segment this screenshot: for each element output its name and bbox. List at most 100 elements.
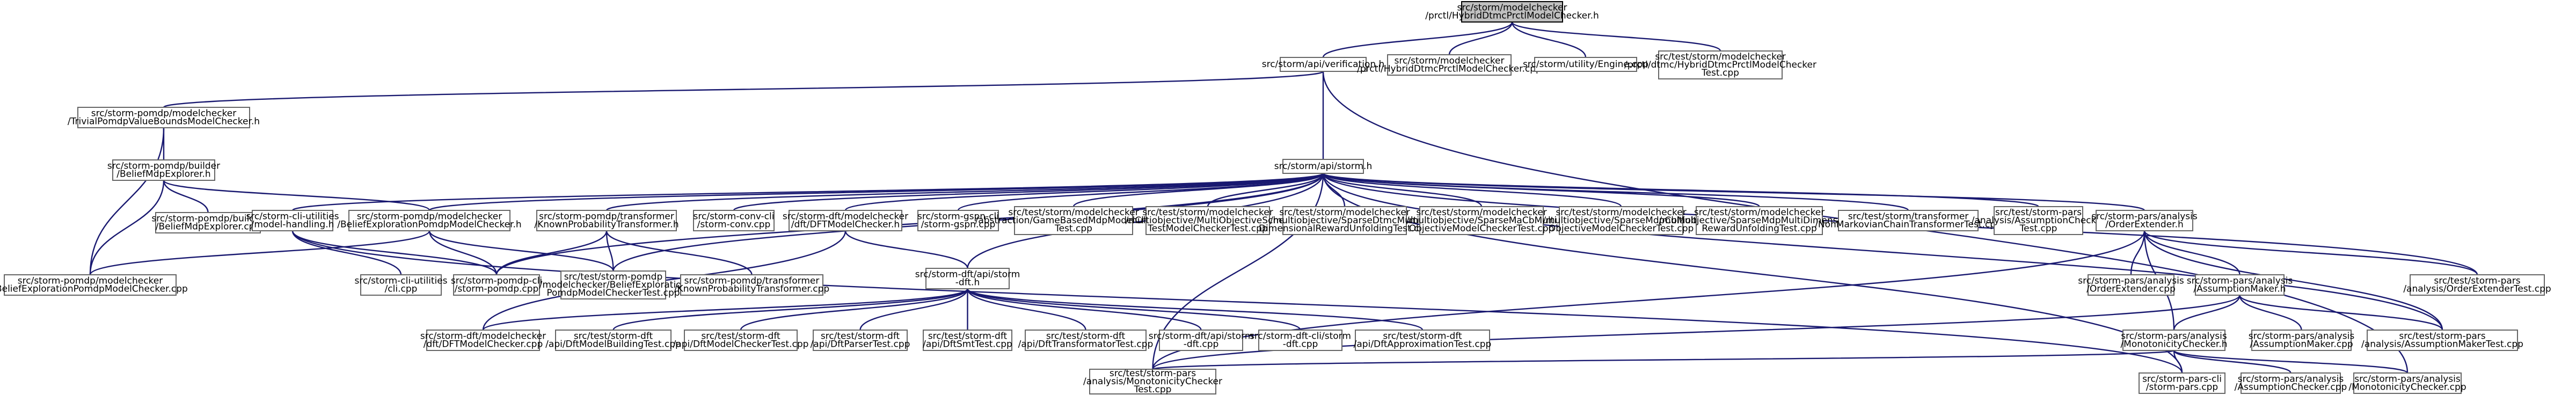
node-label-line: src/storm-dft-cli/storm	[1250, 331, 1351, 342]
edge-storm_h-to-t_mdp_cb	[1323, 173, 1622, 207]
node-box	[348, 210, 510, 231]
node-label-line: src/test/storm-pars	[1995, 207, 2082, 218]
edge-dft_api_h-to-dft_cli	[968, 289, 1301, 331]
node-test-hyb[interactable]: src/test/storm/modelchecker/prctl/dtmc/H…	[1624, 50, 1816, 79]
node-bme-cpp[interactable]: src/storm-pomdp/builder/BeliefMdpExplore…	[151, 212, 265, 233]
node-t-oe[interactable]: src/test/storm-pars/analysis/OrderExtend…	[2403, 274, 2551, 296]
node-label-line: src/storm-pars-cli	[2142, 374, 2222, 385]
edge-dft_mc_h-to-dft_api_h	[845, 231, 968, 269]
node-am-h[interactable]: src/storm-pars/analysis/AssumptionMaker.…	[2187, 274, 2293, 296]
node-mc-cpp[interactable]: src/storm-pars/analysis/MonotonicityChec…	[2348, 372, 2466, 394]
node-trivial[interactable]: src/storm-pomdp/modelchecker/TrivialPomd…	[68, 107, 260, 128]
node-dft-mc-cpp[interactable]: src/storm-dft/modelchecker/dft/DFTModelC…	[420, 330, 546, 351]
node-label-line: /cli.cpp	[385, 284, 418, 295]
node-t-dft-approx[interactable]: src/test/storm-dft/api/DftApproximationT…	[1354, 330, 1492, 351]
node-box	[252, 210, 333, 231]
node-kpt-cpp[interactable]: src/storm-pomdp/transformer/KnownProbabi…	[674, 274, 829, 296]
node-mc-h[interactable]: src/storm-pars/analysis/MonotonicityChec…	[2120, 330, 2228, 351]
node-label-line: src/test/storm-pars	[2399, 331, 2485, 342]
node-t-mono[interactable]: src/test/storm-pars/analysis/Monotonicit…	[1083, 368, 1222, 395]
node-cli-cpp[interactable]: src/storm-cli-utilities/cli.cpp	[354, 274, 448, 296]
node-oe-cpp[interactable]: src/storm-pars/analysis/OrderExtender.cp…	[2078, 274, 2184, 296]
node-dft-api-h[interactable]: src/storm-dft/api/storm-dft.h	[915, 268, 1020, 289]
node-bepm-cpp[interactable]: src/storm-pomdp/modelchecker/BeliefExplo…	[0, 274, 188, 296]
node-t-mdp-multi[interactable]: src/test/storm/modelchecker/multiobjecti…	[1659, 206, 1860, 235]
node-label-line: src/storm-pars/analysis	[2249, 331, 2355, 342]
node-pomdp-cli[interactable]: src/storm-pomdp-cli/storm-pomdp.cpp	[451, 274, 542, 296]
node-t-mo-sched[interactable]: src/test/storm/modelchecker/multiobjecti…	[1126, 206, 1290, 235]
edge-root-to-hyb_cpp	[1448, 22, 1512, 55]
node-label-line: src/storm-pars/analysis	[2078, 276, 2184, 287]
node-label-line: -dft.cpp	[1283, 339, 1318, 350]
node-gspn-cli[interactable]: src/storm-gspn-cli/storm-gspn.cpp	[917, 210, 999, 231]
node-box	[112, 159, 215, 181]
node-label-line: /analysis/AssumptionMakerTest.cpp	[2361, 339, 2523, 350]
edge-layer	[89, 22, 2478, 374]
node-dft-api-cpp[interactable]: src/storm-dft/api/storm-dft.cpp	[1149, 330, 1254, 351]
node-label-line: src/test/storm/transformer	[1848, 211, 1969, 222]
node-am-cpp[interactable]: src/storm-pars/analysis/AssumptionMaker.…	[2249, 330, 2355, 351]
edge-storm_h-to-dft_api_h	[967, 173, 1324, 269]
node-bepm-h[interactable]: src/storm-pomdp/modelchecker/BeliefExplo…	[337, 210, 522, 231]
node-t-dtmc-multi[interactable]: src/test/storm/modelchecker/multiobjecti…	[1259, 206, 1431, 235]
node-label-line: /multiobjective/SparseMdpCbMulti	[1543, 215, 1699, 226]
node-label-line: /modelchecker/BeliefExploration	[539, 280, 688, 290]
node-hyb-cpp[interactable]: src/storm/modelchecker/prctl/HybridDtmcP…	[1357, 54, 1542, 76]
node-box	[1145, 206, 1270, 235]
node-label-line: src/storm/api/verification.h	[1262, 59, 1385, 70]
node-kpt-h[interactable]: src/storm-pomdp/transformer/KnownProbabi…	[534, 210, 679, 231]
node-label-line: /multiobjective/SparseMaCbMulti	[1406, 215, 1557, 226]
edge-bme_h-to-bepm_cpp	[89, 180, 164, 275]
node-pars-oe-h[interactable]: src/storm-pars/analysis/OrderExtender.h	[2091, 210, 2198, 231]
edge-kpt_h-to-kpt_cpp	[607, 231, 753, 275]
node-t-bepm[interactable]: src/test/storm-pomdp/modelchecker/Belief…	[539, 270, 688, 299]
node-label-line: src/storm-pars/analysis	[2121, 331, 2227, 342]
node-box	[1014, 206, 1133, 235]
edge-pars_oe_h-to-oe_cpp	[2130, 231, 2144, 275]
node-box	[1159, 330, 1243, 351]
node-box	[1419, 206, 1544, 235]
node-t-pars-asm[interactable]: src/test/storm-pars/analysis/AssumptionC…	[1972, 206, 2105, 235]
node-t-mdp-cb[interactable]: src/test/storm/modelchecker/multiobjecti…	[1543, 206, 1699, 235]
node-box	[1282, 206, 1407, 235]
node-label-line: src/storm-dft/api/storm	[1149, 331, 1254, 342]
node-box	[1994, 206, 2083, 235]
node-ac-cpp[interactable]: src/storm-pars/analysis/AssumptionChecke…	[2235, 372, 2347, 394]
node-storm-h[interactable]: src/storm/api/storm.h	[1274, 159, 1372, 174]
node-label-line: src/storm-pomdp/modelchecker	[91, 108, 236, 119]
node-engine[interactable]: src/storm/utility/Engine.cpp	[1523, 57, 1648, 72]
node-t-dft-mc[interactable]: src/test/storm-dft/api/DftModelCheckerTe…	[673, 330, 809, 351]
node-label-line: src/storm-cli-utilities	[354, 276, 447, 287]
node-t-game[interactable]: src/test/storm/modelchecker/abstraction/…	[975, 206, 1172, 235]
node-bme-h[interactable]: src/storm-pomdp/builder/BeliefMdpExplore…	[107, 159, 220, 181]
node-root[interactable]: src/storm/modelchecker/prctl/HybridDtmcP…	[1425, 1, 1599, 23]
node-t-ma-multi[interactable]: src/test/storm/modelchecker/multiobjecti…	[1406, 206, 1557, 235]
node-t-am[interactable]: src/test/storm-pars/analysis/AssumptionM…	[2361, 330, 2523, 351]
node-label-line: src/storm/api/storm.h	[1274, 161, 1372, 172]
node-label-line: src/test/storm-dft	[928, 331, 1008, 342]
node-t-dft-transf[interactable]: src/test/storm-dft/api/DftTransformatorT…	[1018, 330, 1154, 351]
edge-dft_api_h-to-t_dft_mc	[740, 289, 968, 331]
node-label-line: /NonMarkovianChainTransformerTest.cpp	[1815, 220, 2002, 230]
node-label-line: /multiobjective/SparseDtmcMulti	[1270, 215, 1419, 226]
node-t-dft-smt[interactable]: src/test/storm-dft/api/DftSmtTest.cpp	[923, 330, 1012, 351]
node-dft-cli[interactable]: src/storm-dft-cli/storm-dft.cpp	[1250, 330, 1351, 351]
node-t-dft-parser[interactable]: src/test/storm-dft/api/DftParserTest.cpp	[811, 330, 910, 351]
node-verif[interactable]: src/storm/api/verification.h	[1262, 57, 1385, 72]
node-t-nonmarkov[interactable]: src/test/storm/transformer/NonMarkovianC…	[1815, 210, 2002, 231]
node-box	[536, 210, 677, 231]
node-box	[453, 274, 540, 296]
node-cli-mh[interactable]: src/storm-cli-utilities/model-handling.h	[246, 210, 339, 231]
node-label-line: /KnownProbabilityTransformer.h	[534, 220, 678, 230]
node-label-line: src/storm-cli-utilities	[246, 211, 339, 222]
edge-am_h-to-mc_h	[2173, 295, 2240, 331]
node-label-line: /BeliefMdpExplorer.cpp	[156, 222, 261, 232]
node-t-dft-build[interactable]: src/test/storm-dft/api/DftModelBuildingT…	[545, 330, 681, 351]
node-box	[2088, 274, 2174, 296]
node-conv-cli[interactable]: src/storm-conv-cli/storm-conv.cpp	[693, 210, 775, 231]
node-pars-cli[interactable]: src/storm-pars-cli/storm-pars.cpp	[2139, 372, 2225, 394]
node-dft-mc-h[interactable]: src/storm-dft/modelchecker/dft/DFTModelC…	[783, 210, 908, 231]
node-label-line: src/storm-pomdp/modelchecker	[357, 211, 502, 222]
node-label-line: /storm-conv.cpp	[697, 220, 771, 230]
node-label-line: src/test/storm/modelchecker	[1142, 207, 1273, 218]
